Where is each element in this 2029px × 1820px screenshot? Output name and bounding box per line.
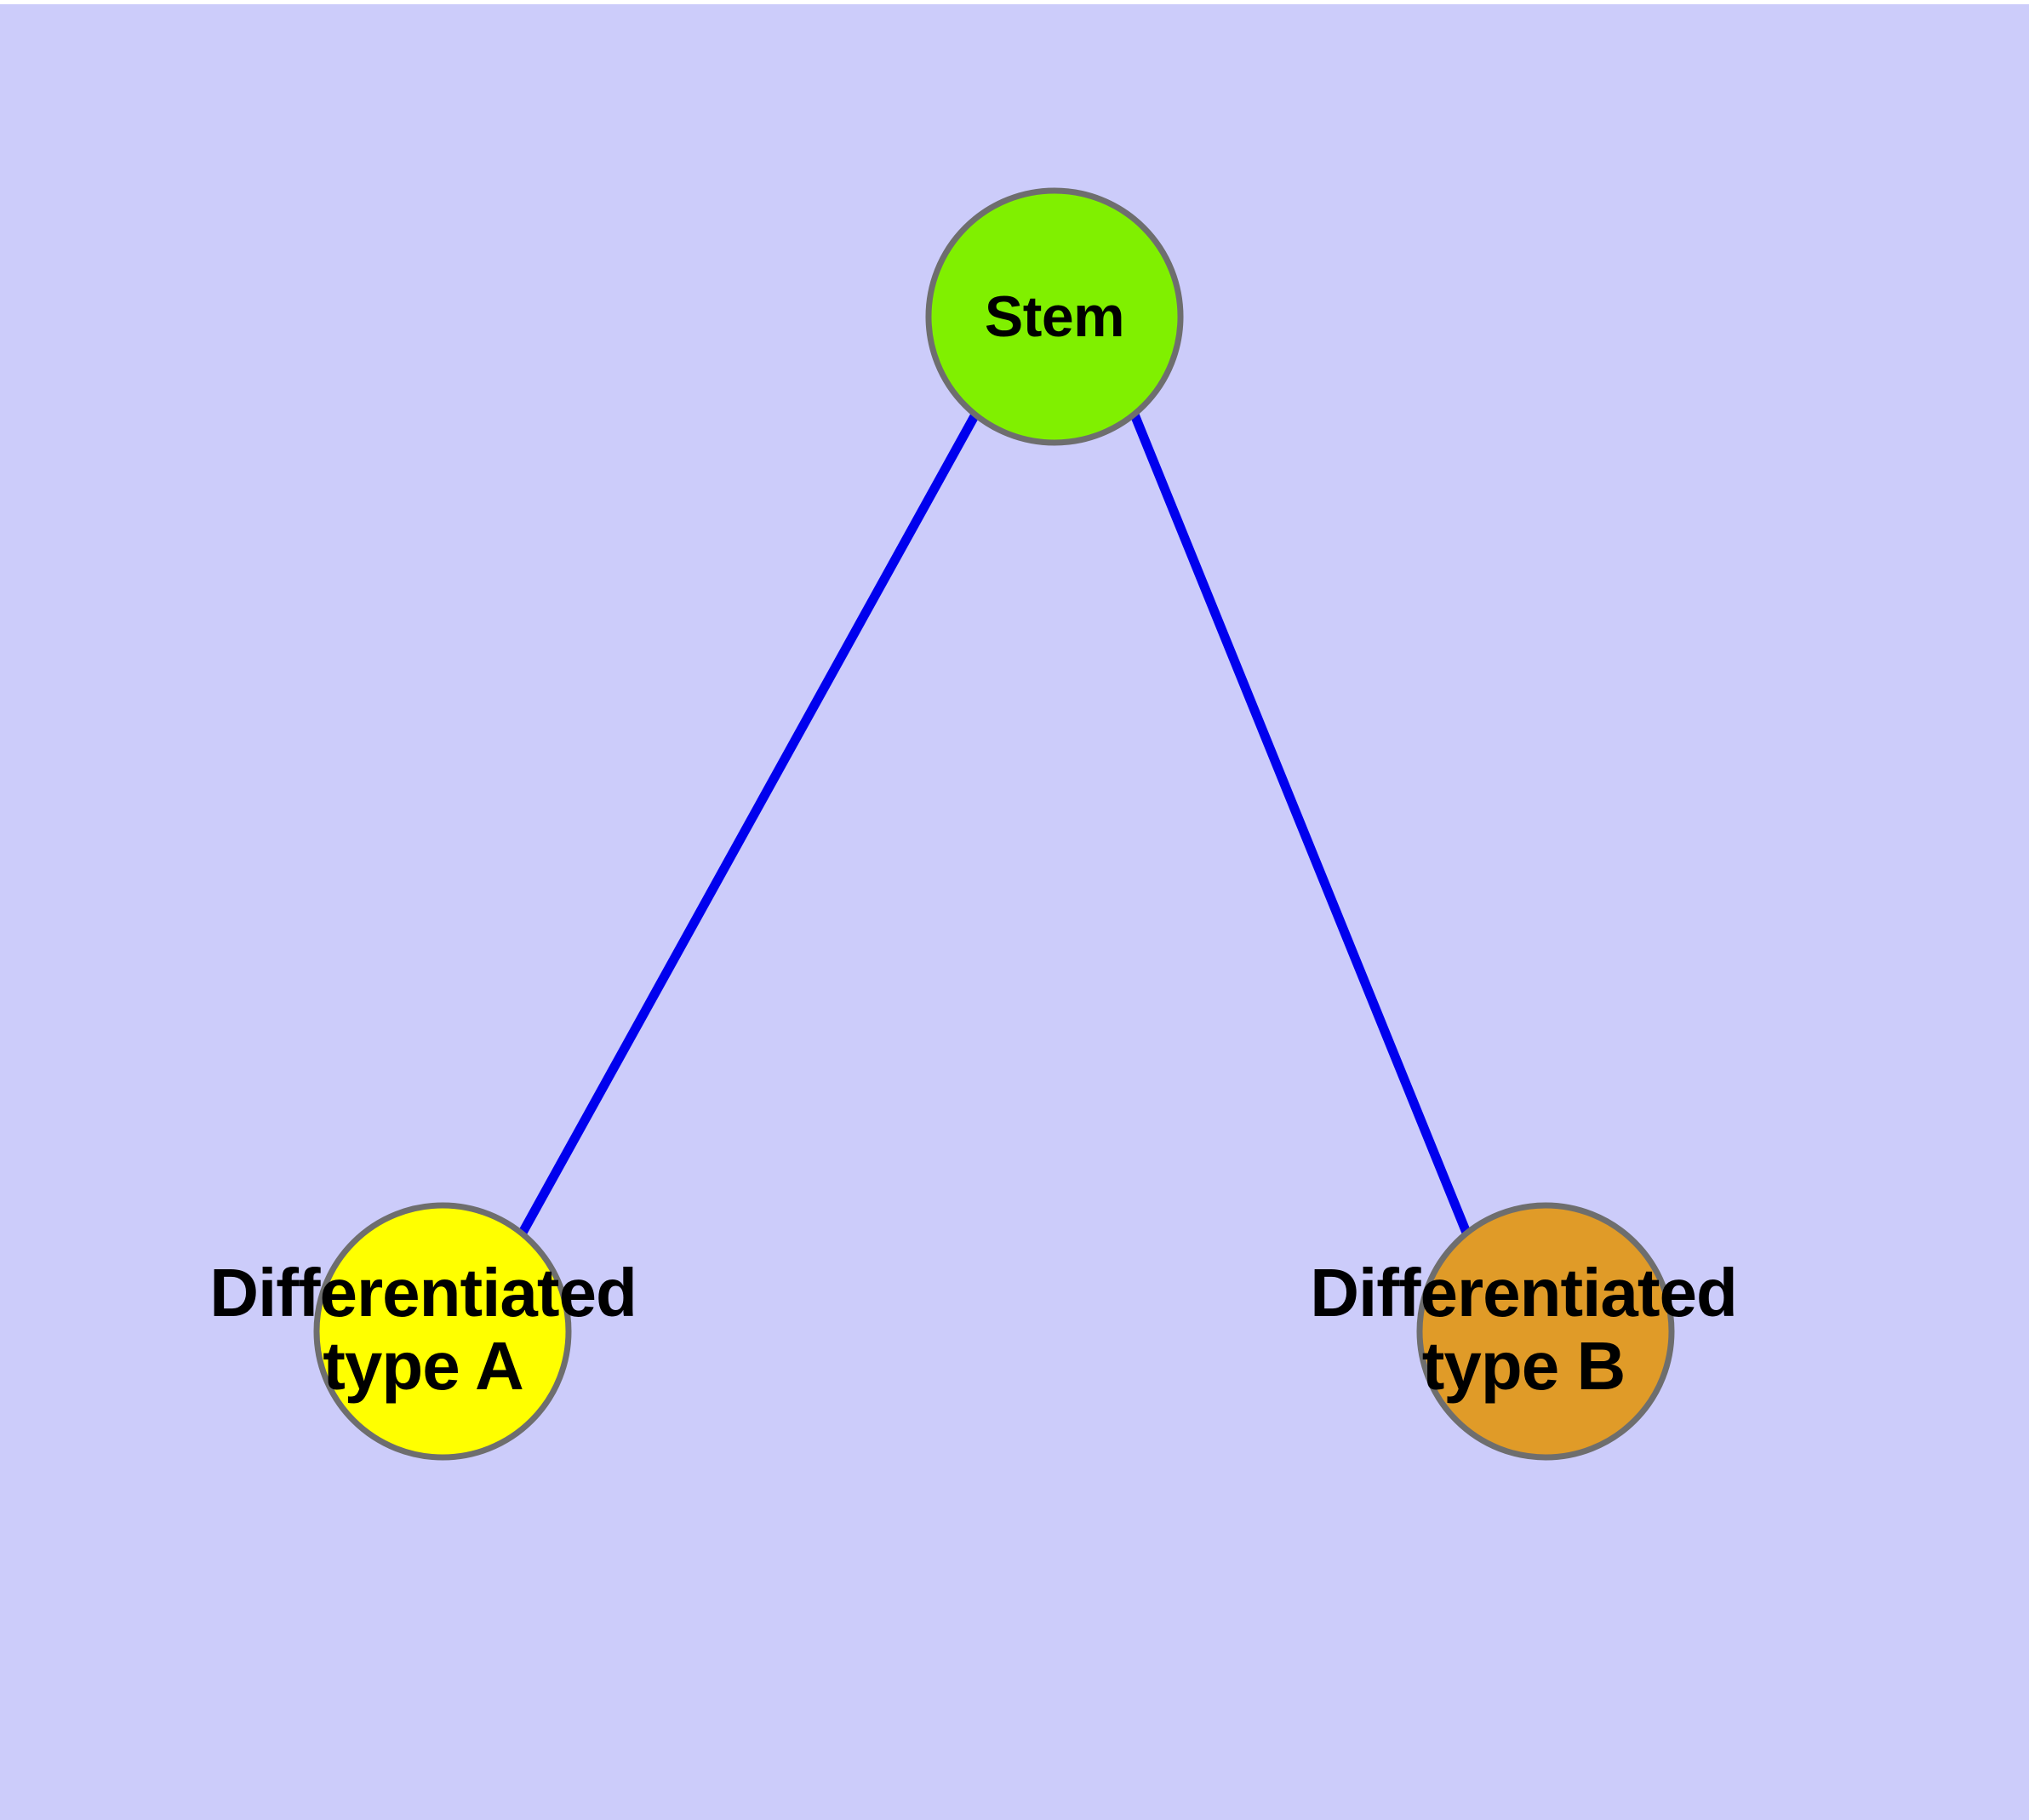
node-circle-stem[interactable] — [925, 187, 1184, 446]
edge-layer — [518, 412, 1472, 1235]
node-circle-diff-a[interactable] — [313, 1202, 572, 1461]
node-layer — [313, 187, 1675, 1461]
node-circle-diff-b[interactable] — [1416, 1202, 1675, 1461]
edge-stem-to-diff-b — [1129, 412, 1472, 1235]
edge-stem-to-diff-a — [518, 412, 980, 1235]
canvas-top-margin — [0, 0, 2029, 4]
